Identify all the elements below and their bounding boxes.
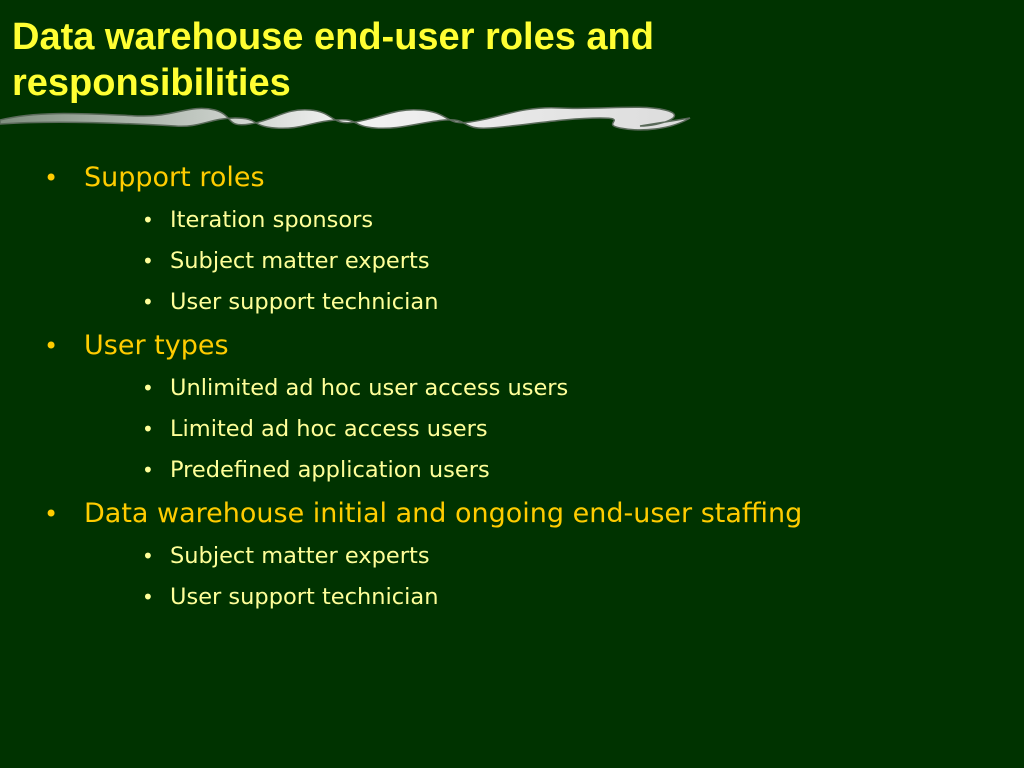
sub-bullet-icon: • [142, 208, 154, 232]
bullet-label: Data warehouse initial and ongoing end-u… [84, 498, 803, 529]
sub-bullet-label: Limited ad hoc access users [170, 416, 488, 442]
sub-bullet-icon: • [142, 290, 154, 314]
sub-bullet-icon: • [142, 458, 154, 482]
sub-bullet-item: • Limited ad hoc access users [142, 409, 1004, 450]
sub-bullet-icon: • [142, 544, 154, 568]
bullet-label: Support roles [84, 162, 265, 193]
bullet-icon: • [44, 500, 59, 528]
sub-bullet-icon: • [142, 585, 154, 609]
slide-title: Data warehouse end-user roles and respon… [12, 16, 654, 104]
sub-bullet-list: • Iteration sponsors • Subject matter exper… [142, 200, 1004, 323]
sub-bullet-list: • Subject matter experts • User support tec… [142, 536, 1004, 618]
sub-bullet-label: User support technician [170, 289, 439, 315]
bullet-section: • Support roles • Iteration sponsors • Subjec… [44, 160, 1004, 323]
sub-bullet-list: • Unlimited ad hoc user access users • Limi… [142, 368, 1004, 491]
bullet-list: • Support roles • Iteration sponsors • Subjec… [44, 160, 1004, 618]
sub-bullet-item: • Unlimited ad hoc user access users [142, 368, 1004, 409]
bullet-label: User types [84, 330, 229, 361]
sub-bullet-icon: • [142, 376, 154, 400]
wavy-ribbon-decoration-icon [0, 106, 691, 131]
bullet-section: • User types • Unlimited ad hoc user access… [44, 328, 1004, 491]
sub-bullet-item: • Iteration sponsors [142, 200, 1004, 241]
sub-bullet-icon: • [142, 249, 154, 273]
bullet-section: • Data warehouse initial and ongoing end-… [44, 496, 1004, 618]
bullet-icon: • [44, 164, 59, 192]
sub-bullet-label: Predefined application users [170, 457, 490, 483]
sub-bullet-label: User support technician [170, 584, 439, 610]
sub-bullet-label: Subject matter experts [170, 543, 430, 569]
sub-bullet-label: Iteration sponsors [170, 207, 374, 233]
sub-bullet-label: Unlimited ad hoc user access users [170, 375, 569, 401]
sub-bullet-icon: • [142, 417, 154, 441]
sub-bullet-label: Subject matter experts [170, 248, 430, 274]
sub-bullet-item: • Subject matter experts [142, 536, 1004, 577]
sub-bullet-item: • Predefined application users [142, 450, 1004, 491]
sub-bullet-item: • Subject matter experts [142, 241, 1004, 282]
sub-bullet-item: • User support technician [142, 282, 1004, 323]
bullet-icon: • [44, 332, 59, 360]
sub-bullet-item: • User support technician [142, 577, 1004, 618]
